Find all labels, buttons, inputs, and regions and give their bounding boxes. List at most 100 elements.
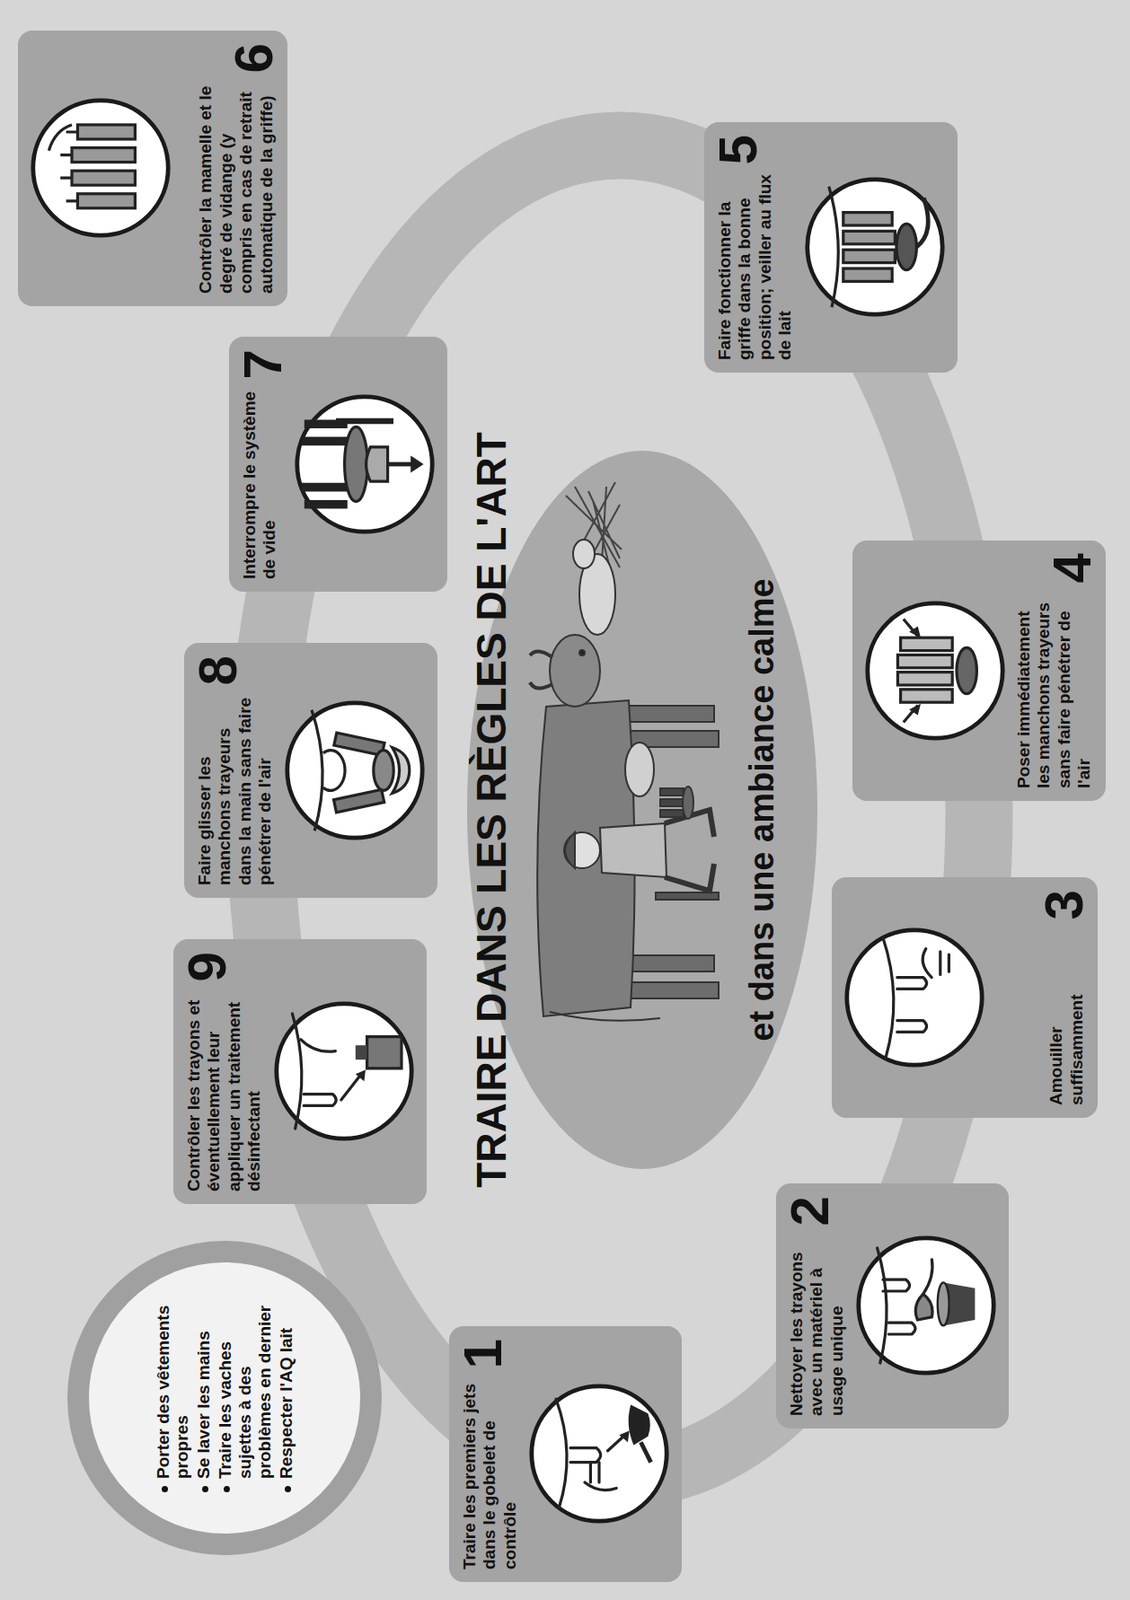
drawing-part [882, 937, 894, 1059]
drawing-part [619, 982, 719, 999]
calf [573, 539, 616, 636]
step-header: Faire fonctionner la griffe dans la bonn… [715, 134, 796, 361]
drawing-part [922, 949, 949, 979]
step-header: Amouiller suffisamment3 [1041, 890, 1087, 1106]
drawing-part [625, 742, 654, 797]
drawing-part [915, 1295, 933, 1322]
drawing-part [897, 978, 927, 990]
drawing-part [628, 1405, 651, 1447]
drawing-part [354, 1070, 365, 1083]
bullet-text: Traire les vaches sujettes à des problèm… [215, 1304, 275, 1480]
step-body: Traire les premiers jets dans le gobelet… [459, 1376, 521, 1571]
step-box: Nettoyer les trayons avec un matériel à … [776, 1183, 1009, 1430]
step-number: 3 [1041, 890, 1087, 920]
drawing-part [297, 397, 433, 532]
step-body: Contrôler la mamelle et le degré de vida… [195, 79, 277, 294]
step-text: Poser immédiatement les manchons trayeur… [1014, 590, 1095, 789]
bullet-text: Se laver les mains [194, 1331, 214, 1480]
step-box: Poser immédiatement les manchons trayeur… [852, 540, 1106, 802]
drawing-part [863, 599, 1007, 743]
drawing-part [286, 703, 422, 839]
step-body: Poser immédiatement les manchons trayeur… [1014, 590, 1095, 789]
drawing-part [565, 832, 575, 869]
drawing-part [388, 462, 415, 468]
drawing-part [900, 689, 954, 703]
bullet-item: Se laver les mains [194, 1304, 214, 1493]
drawing-part [806, 179, 942, 315]
step-number: 5 [715, 134, 761, 165]
drawing-part [556, 1400, 567, 1510]
step-box: Contrôler la mamelle et le degré de vida… [17, 30, 288, 307]
step-number: 7 [239, 349, 286, 380]
bullet-dot [284, 1486, 292, 1493]
drawing-part [311, 710, 410, 831]
drawing-part [565, 482, 622, 573]
bullet-list: Porter des vêtements propresSe laver les… [151, 1304, 299, 1493]
step-header: Traire les premiers jets dans le gobelet… [459, 1339, 521, 1571]
drawing-part [71, 171, 135, 186]
step-illustration [28, 97, 173, 241]
drawing-part [660, 810, 684, 818]
drawing-part [549, 1012, 661, 1022]
bullet-dot [161, 1486, 168, 1493]
drawing-part [77, 194, 135, 209]
drawing-part [897, 672, 953, 686]
drawing-part [372, 750, 393, 792]
drawing-part [366, 447, 389, 482]
drawing-part [301, 423, 348, 505]
drawing-part [660, 799, 684, 807]
step-box: Interrompre le système de vide 7 [229, 336, 448, 592]
drawing-part [619, 1431, 630, 1444]
drawing-part [897, 654, 953, 668]
drawing-part [889, 1324, 917, 1336]
drawing-part [28, 97, 173, 241]
drawing-part [803, 176, 947, 320]
bullet-item: Porter des vêtements propres [153, 1304, 194, 1493]
subtitle: et dans une ambiance calme [743, 522, 782, 1098]
step-text: Faire fonctionner la griffe dans la bonn… [715, 171, 796, 361]
drawing-part [858, 1238, 994, 1374]
drawing-part [923, 1260, 933, 1295]
drawing-part [619, 706, 715, 723]
step-box: Faire glisser les manchons trayeurs dans… [184, 643, 438, 899]
step-text: Faire glisser les manchons trayeurs dans… [194, 692, 276, 886]
drawing-part [847, 930, 982, 1066]
drawing-part [842, 231, 895, 245]
step-header: Poser immédiatement les manchons trayeur… [1014, 553, 1095, 789]
drawing-part [867, 603, 1003, 739]
drawing-part [882, 1280, 910, 1293]
bullet-text: Respecter l'AQ lait [276, 1328, 297, 1480]
drawing-part [842, 269, 892, 283]
scene-ellipse [467, 450, 818, 1170]
drawing-part [842, 212, 892, 226]
poster-title: TRAIRE DANS LES RÈGLES DE L'ART [468, 316, 515, 1305]
drawing-part [291, 1015, 301, 1130]
drawing-part [300, 1040, 336, 1052]
drawing-part [549, 635, 601, 707]
step-illustration [863, 599, 1007, 743]
step-illustration [803, 176, 947, 320]
step-number: 4 [1049, 553, 1095, 583]
step-text: Contrôler la mamelle et le degré de vida… [195, 79, 277, 294]
step-text: Contrôler les trayons et éventuellement … [184, 988, 265, 1192]
drawing-part [900, 637, 954, 651]
drawing-part [71, 148, 135, 163]
drawing-part [916, 198, 928, 248]
bullet-text: Porter des vêtements propres [153, 1304, 194, 1480]
drawing-part [937, 1283, 950, 1327]
drawing-part [335, 418, 394, 424]
step-illustration [842, 926, 987, 1070]
straw-pile [565, 482, 622, 573]
drawing-part [275, 1004, 411, 1139]
drawing-part [573, 539, 595, 569]
drawing-part [655, 892, 719, 901]
drawing-part [584, 1463, 617, 1492]
drawing-part [897, 1021, 927, 1033]
step-body: Contrôler les trayons et éventuellement … [184, 988, 265, 1192]
step-box: Amouiller suffisamment3 [831, 877, 1098, 1119]
drawing-part [854, 1235, 998, 1379]
bullet-dot [202, 1486, 209, 1493]
step-text: Interrompre le système de vide [239, 386, 281, 580]
drawing-part [579, 650, 585, 656]
drawing-part [322, 750, 345, 792]
